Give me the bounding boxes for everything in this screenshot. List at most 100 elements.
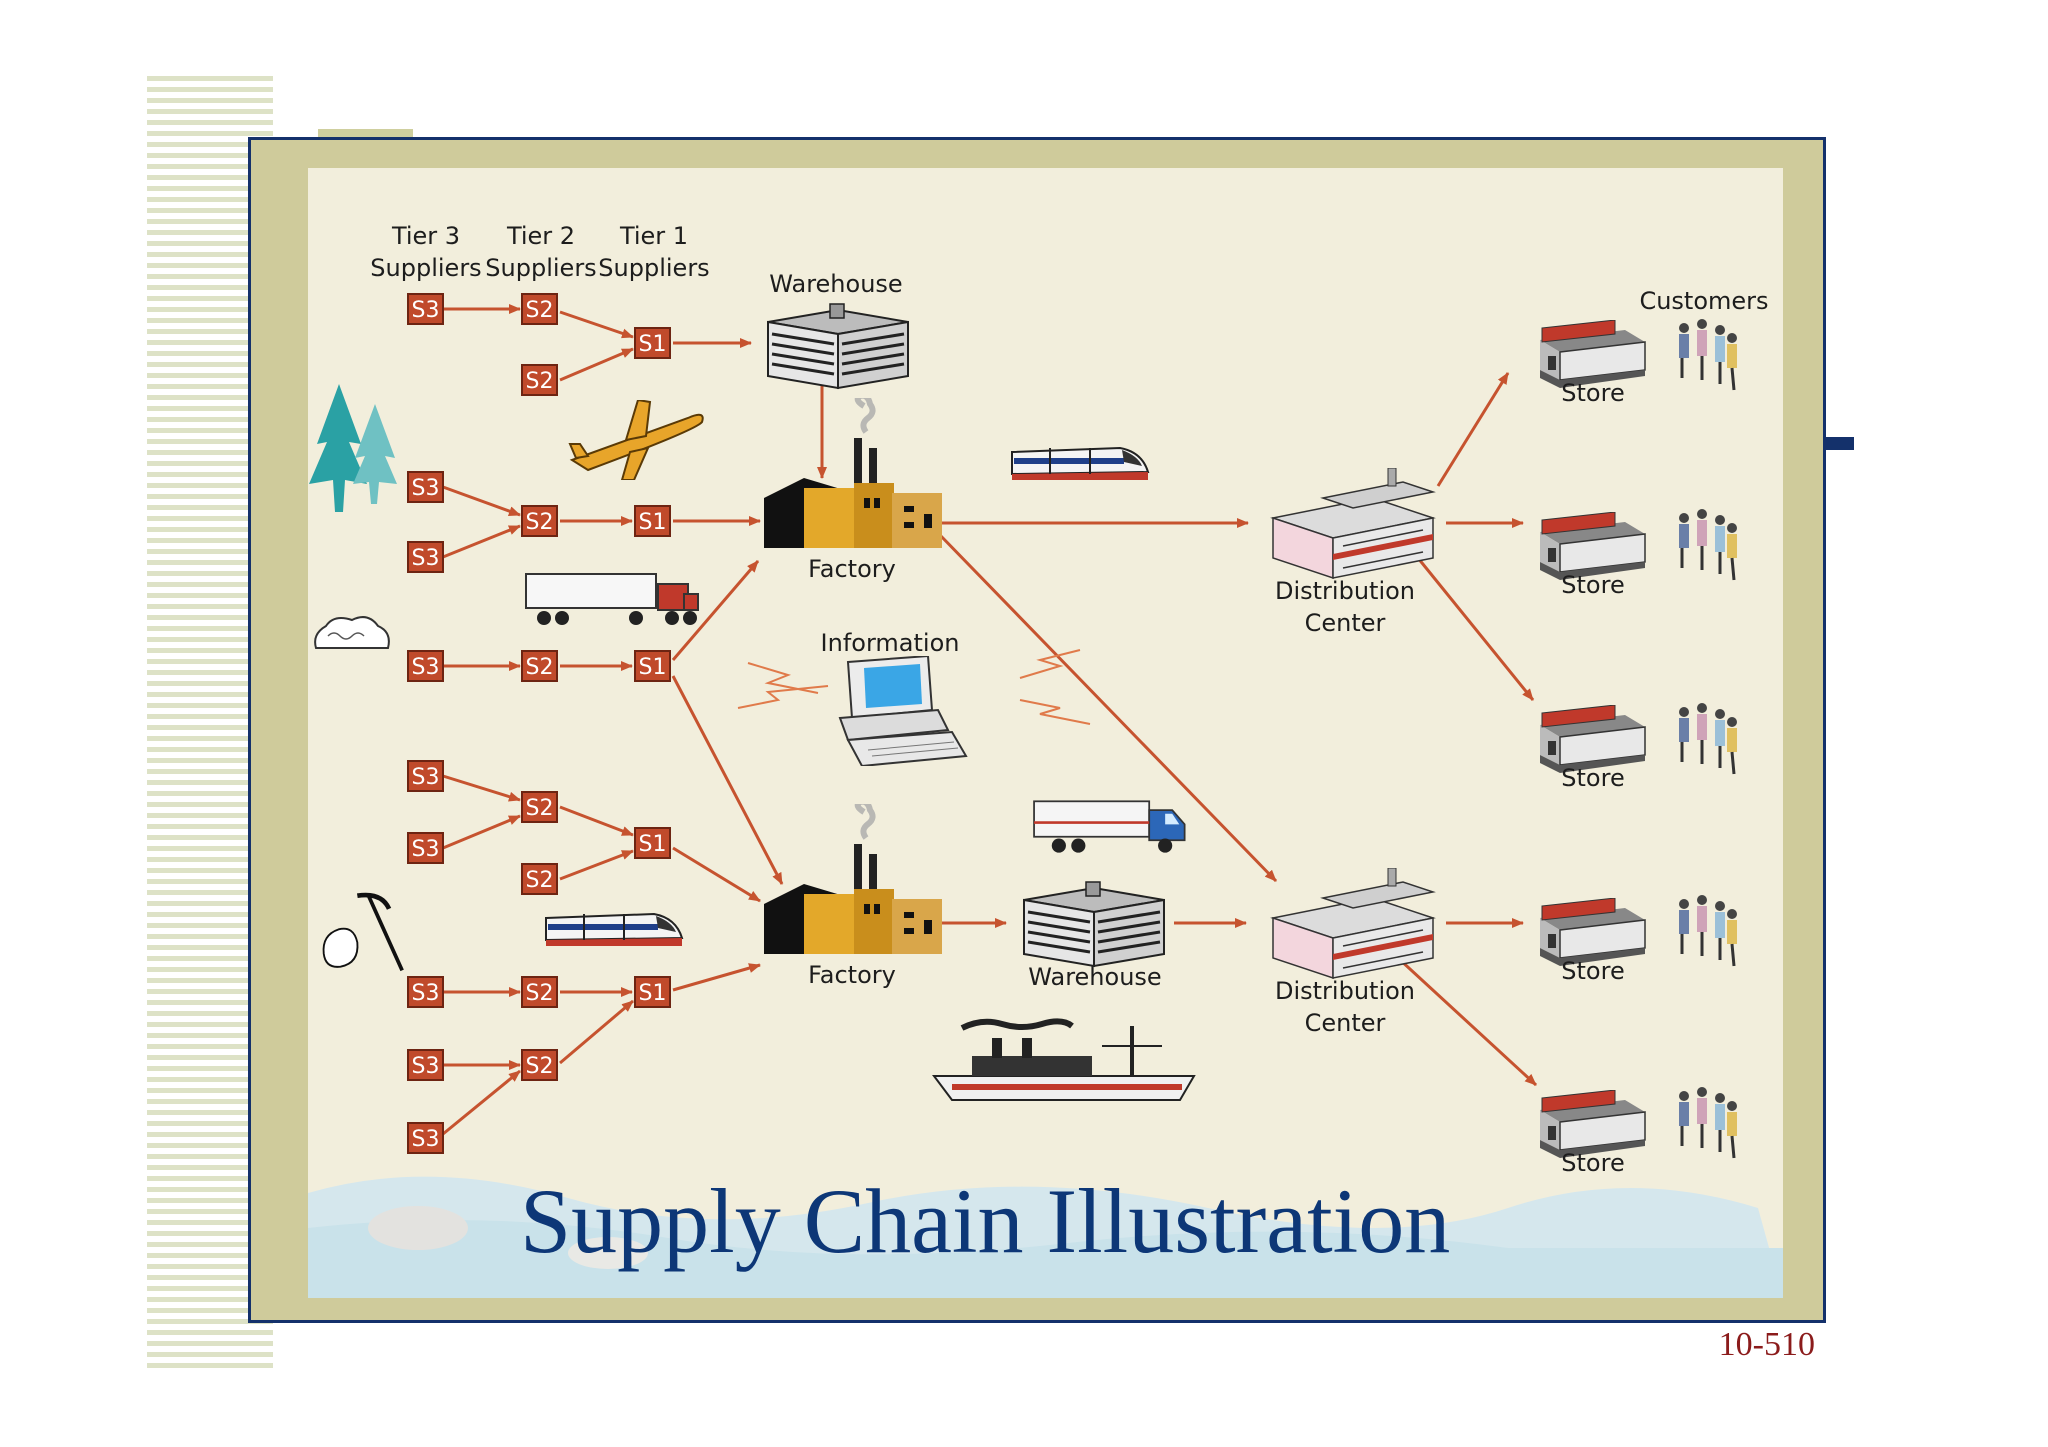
tier3-header-line1: Tier 3 bbox=[391, 222, 460, 250]
warehouse-icon bbox=[1022, 880, 1166, 968]
water-decoration bbox=[308, 1176, 1783, 1298]
page-number: 10-510 bbox=[1718, 1326, 1815, 1363]
tier1-header-line1: Tier 1 bbox=[619, 222, 688, 250]
customers-icon bbox=[1677, 508, 1739, 582]
s3-node-label: S3 bbox=[412, 655, 440, 680]
s2-node: S2 bbox=[521, 976, 558, 1008]
factory-label: Factory bbox=[808, 555, 896, 583]
s3-node: S3 bbox=[407, 293, 444, 325]
customers-label: Customers bbox=[1639, 287, 1768, 315]
store-icon bbox=[1539, 512, 1646, 581]
store-icon bbox=[1539, 898, 1646, 967]
distribution-center-label: Distribution bbox=[1275, 577, 1415, 605]
supply-chain-diagram: Tier 3 Suppliers Tier 2 Suppliers Tier 1… bbox=[308, 222, 1783, 1298]
s1-node: S1 bbox=[634, 650, 671, 682]
warehouse-label: Warehouse bbox=[1028, 963, 1161, 991]
store-icon bbox=[1539, 320, 1646, 389]
s3-node-label: S3 bbox=[412, 298, 440, 323]
s2-node-label: S2 bbox=[526, 655, 554, 680]
slide-title: Supply Chain Illustration bbox=[520, 1170, 1451, 1272]
flow-arrows bbox=[442, 304, 1538, 1136]
s3-node: S3 bbox=[407, 650, 444, 682]
tier1-header-line2: Suppliers bbox=[598, 254, 709, 282]
cargo-ship-icon bbox=[934, 1021, 1194, 1100]
store-label: Store bbox=[1561, 957, 1624, 985]
store-icon bbox=[1539, 1090, 1646, 1159]
frame-accent bbox=[1826, 437, 1854, 450]
distribution-center-label: Distribution bbox=[1275, 977, 1415, 1005]
s3-node-label: S3 bbox=[412, 837, 440, 862]
s2-node-label: S2 bbox=[526, 796, 554, 821]
distribution-center-icon bbox=[1272, 468, 1434, 579]
factory-icon bbox=[764, 396, 942, 548]
factory-icon bbox=[764, 802, 942, 954]
signal-lines bbox=[737, 649, 1091, 725]
s2-node-label: S2 bbox=[526, 298, 554, 323]
s3-node: S3 bbox=[407, 1122, 444, 1154]
s2-node-label: S2 bbox=[526, 868, 554, 893]
tier3-header-line2: Suppliers bbox=[370, 254, 481, 282]
customers-icon bbox=[1677, 894, 1739, 968]
computer-icon bbox=[839, 656, 967, 766]
train-icon bbox=[545, 913, 683, 947]
customers-icon bbox=[1677, 702, 1739, 776]
s2-node-label: S2 bbox=[526, 369, 554, 394]
distribution-center-label: Center bbox=[1305, 609, 1386, 637]
airplane-icon bbox=[569, 400, 704, 480]
s3-node: S3 bbox=[407, 976, 444, 1008]
s1-node-label: S1 bbox=[639, 510, 667, 535]
decorative-bar bbox=[318, 129, 413, 140]
s3-node: S3 bbox=[407, 1049, 444, 1081]
tier2-header-line2: Suppliers bbox=[485, 254, 596, 282]
store-label: Store bbox=[1561, 379, 1624, 407]
s1-node: S1 bbox=[634, 976, 671, 1008]
customers-icon bbox=[1677, 318, 1739, 392]
s3-node-label: S3 bbox=[412, 981, 440, 1006]
s1-node-label: S1 bbox=[639, 832, 667, 857]
store-label: Store bbox=[1561, 764, 1624, 792]
s3-node: S3 bbox=[407, 471, 444, 503]
s2-node: S2 bbox=[521, 293, 558, 325]
store-label: Store bbox=[1561, 571, 1624, 599]
supplier-nodes: S3 S2 S2 S1 S3 S3 S2 S1 S3 S2 S1 S3 S3 S… bbox=[407, 293, 671, 1154]
s1-node-label: S1 bbox=[639, 655, 667, 680]
s1-node: S1 bbox=[634, 827, 671, 859]
delivery-truck-icon bbox=[1032, 799, 1186, 855]
s3-node: S3 bbox=[407, 832, 444, 864]
s1-node-label: S1 bbox=[639, 332, 667, 357]
s3-node-label: S3 bbox=[412, 1127, 440, 1152]
s2-node-label: S2 bbox=[526, 510, 554, 535]
train-icon bbox=[1011, 447, 1149, 481]
s2-node: S2 bbox=[521, 364, 558, 396]
warehouse-icon bbox=[766, 302, 910, 390]
s2-node-label: S2 bbox=[526, 1054, 554, 1079]
customers-icon bbox=[1677, 1086, 1739, 1160]
s2-node: S2 bbox=[521, 863, 558, 895]
information-label: Information bbox=[821, 629, 960, 657]
store-label: Store bbox=[1561, 1149, 1624, 1177]
store-icon bbox=[1539, 705, 1646, 774]
distribution-center-icon bbox=[1272, 868, 1434, 979]
s2-node: S2 bbox=[521, 791, 558, 823]
s2-node: S2 bbox=[521, 650, 558, 682]
s3-node-label: S3 bbox=[412, 1054, 440, 1079]
s3-node-label: S3 bbox=[412, 476, 440, 501]
ore-pile-icon bbox=[314, 616, 390, 649]
factory-label: Factory bbox=[808, 961, 896, 989]
s1-node-label: S1 bbox=[639, 981, 667, 1006]
s3-node-label: S3 bbox=[412, 546, 440, 571]
pickaxe-icon bbox=[324, 895, 403, 970]
s3-node-label: S3 bbox=[412, 765, 440, 790]
s1-node: S1 bbox=[634, 327, 671, 359]
diagram-panel: Tier 3 Suppliers Tier 2 Suppliers Tier 1… bbox=[308, 168, 1783, 1298]
s1-node: S1 bbox=[634, 505, 671, 537]
s3-node: S3 bbox=[407, 760, 444, 792]
trees-icon bbox=[309, 384, 397, 512]
s3-node: S3 bbox=[407, 541, 444, 573]
s2-node-label: S2 bbox=[526, 981, 554, 1006]
warehouse-label: Warehouse bbox=[769, 270, 902, 298]
tier2-header-line1: Tier 2 bbox=[506, 222, 575, 250]
s2-node: S2 bbox=[521, 1049, 558, 1081]
semi-truck-icon bbox=[525, 573, 699, 626]
distribution-center-label: Center bbox=[1305, 1009, 1386, 1037]
